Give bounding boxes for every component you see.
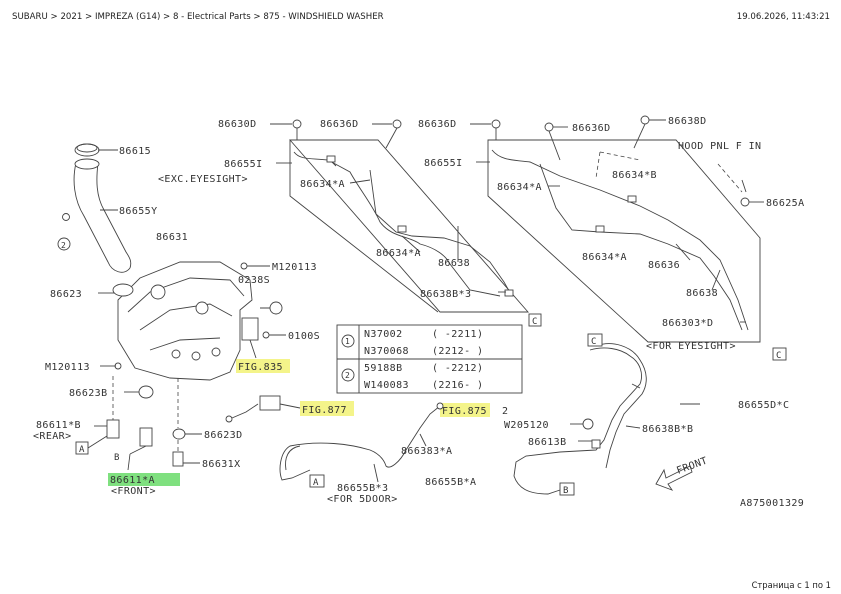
exc-eyesight-hose-panel xyxy=(270,119,542,327)
highlight-fig877 xyxy=(300,401,354,416)
ref-marker[interactable]: C xyxy=(532,317,538,327)
table-range: ( -2211) xyxy=(432,329,483,340)
table-range: (2212- ) xyxy=(432,346,483,357)
ref-marker[interactable]: C xyxy=(591,337,597,347)
table-part: N37002 xyxy=(364,329,403,340)
table-mark-1: 1 xyxy=(345,337,350,346)
part-label[interactable]: 86636D xyxy=(572,123,611,134)
print-timestamp: 19.06.2026, 11:43:21 xyxy=(736,12,830,22)
fig-link-875[interactable]: FIG.875 xyxy=(442,406,487,417)
part-labels: 86615 86655Y 86631 86623 M120113 0238S 0… xyxy=(33,116,805,509)
svg-text:2: 2 xyxy=(61,241,66,250)
part-label[interactable]: 86625A xyxy=(766,198,805,209)
part-label[interactable]: 0100S xyxy=(288,331,320,342)
part-label[interactable]: 86636 xyxy=(648,260,680,271)
part-label[interactable]: 86634*A xyxy=(376,248,421,259)
fig-link-877[interactable]: FIG.877 xyxy=(302,405,347,416)
part-label[interactable]: 866303*D xyxy=(662,318,713,329)
part-label[interactable]: M120113 xyxy=(45,362,90,373)
part-label[interactable]: 866383*A xyxy=(401,446,452,457)
part-label[interactable]: 86623D xyxy=(204,430,243,441)
part-label[interactable]: 86611*B xyxy=(36,420,81,431)
washer-part-table: 1 2 N37002 ( -2211) N370068 (2212- ) 591… xyxy=(336,324,523,394)
part-label[interactable]: 86638B*3 xyxy=(420,289,471,300)
part-label[interactable]: 86623B xyxy=(69,388,108,399)
part-label[interactable]: 86638 xyxy=(686,288,718,299)
part-label[interactable]: 86623 xyxy=(50,289,82,300)
breadcrumb: SUBARU > 2021 > IMPREZA (G14) > 8 - Elec… xyxy=(12,12,384,22)
part-note: HOOD PNL F IN xyxy=(678,141,761,152)
part-label[interactable]: 86655D*C xyxy=(738,400,789,411)
lower-hose-routing xyxy=(279,333,700,496)
part-label[interactable]: 86631X xyxy=(202,459,241,470)
ref-marker[interactable]: C xyxy=(776,351,782,361)
part-label[interactable]: 86630D xyxy=(218,119,257,130)
ref-marker[interactable]: A xyxy=(313,478,319,488)
table-mark-2: 2 xyxy=(345,371,350,380)
part-note: <FOR EYESIGHT> xyxy=(646,341,736,352)
part-label[interactable]: 86636D xyxy=(418,119,457,130)
fig-link-835[interactable]: FIG.835 xyxy=(238,362,283,373)
washer-tank-drawing: 2 xyxy=(57,143,301,471)
drawing-number: A875001329 xyxy=(740,498,804,509)
highlight-fig835 xyxy=(236,359,290,373)
part-label[interactable]: 86615 xyxy=(119,146,151,157)
part-label[interactable]: 86634*A xyxy=(582,252,627,263)
part-label[interactable]: 86655B*3 xyxy=(337,483,388,494)
part-label[interactable]: 86634*A xyxy=(497,182,542,193)
table-part: W140083 xyxy=(364,380,409,391)
table-range: (2216- ) xyxy=(432,380,483,391)
part-label[interactable]: 86634*A xyxy=(300,179,345,190)
table-range: ( -2212) xyxy=(432,363,483,374)
front-direction-label: FRONT xyxy=(675,456,709,477)
part-label-highlighted[interactable]: 86611*A xyxy=(110,475,155,486)
table-part: N370068 xyxy=(364,346,409,357)
ref-marker[interactable]: B xyxy=(114,453,120,463)
highlight-fig875 xyxy=(440,403,490,417)
part-label[interactable]: M120113 xyxy=(272,262,317,273)
part-label[interactable]: 86638 xyxy=(438,258,470,269)
table-part: 59188B xyxy=(364,363,403,374)
ref-marker[interactable]: B xyxy=(563,486,569,496)
page-counter: Страница с 1 по 1 xyxy=(751,580,831,590)
part-label[interactable]: 86634*B xyxy=(612,170,657,181)
highlight-86611a xyxy=(108,473,180,486)
part-label[interactable]: 86655I xyxy=(224,159,263,170)
fig-suffix: 2 xyxy=(502,406,508,417)
part-label[interactable]: 86655Y xyxy=(119,206,158,217)
part-note: <REAR> xyxy=(33,431,72,442)
for-eyesight-hose-panel xyxy=(476,115,787,361)
part-label[interactable]: 86638D xyxy=(668,116,707,127)
part-label[interactable]: 86631 xyxy=(156,232,188,243)
part-label[interactable]: 86613B xyxy=(528,437,567,448)
ref-marker[interactable]: A xyxy=(79,445,85,455)
part-note: <EXC.EYESIGHT> xyxy=(158,174,248,185)
part-label[interactable]: W205120 xyxy=(504,420,549,431)
part-label[interactable]: 86636D xyxy=(320,119,359,130)
part-label[interactable]: 0238S xyxy=(238,275,270,286)
part-note: <FRONT> xyxy=(111,486,156,497)
part-label[interactable]: 86655B*A xyxy=(425,477,476,488)
part-note: <FOR 5DOOR> xyxy=(327,494,398,505)
part-label[interactable]: 86655I xyxy=(424,158,463,169)
part-label[interactable]: 86638B*B xyxy=(642,424,693,435)
